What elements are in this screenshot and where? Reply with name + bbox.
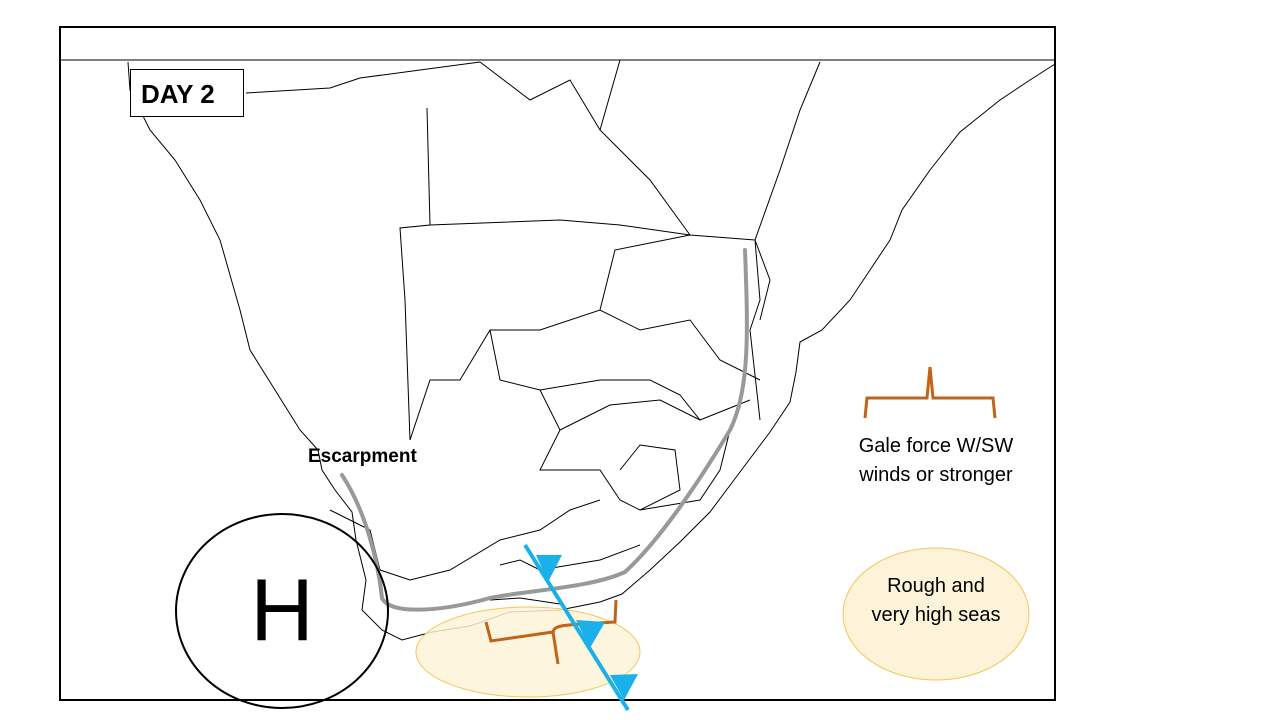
high-pressure-label: H (250, 560, 314, 659)
seas-legend-line2: very high seas (871, 604, 1001, 626)
escarpment-line (340, 248, 749, 612)
day-label: DAY 2 (130, 69, 244, 117)
cold-front-line (523, 543, 630, 712)
cold-front-triangle (576, 620, 605, 648)
cold-front-triangle (536, 555, 562, 582)
seas-legend-line1: Rough and (887, 575, 985, 597)
rough-seas-legend: Rough and very high seas (846, 572, 1026, 630)
gale-force-legend: Gale force W/SW winds or stronger (858, 435, 1014, 486)
escarpment-label: Escarpment (308, 446, 417, 467)
rough-seas-area (415, 606, 641, 698)
map-frame (59, 26, 1056, 701)
country-borders (245, 59, 821, 605)
cold-front-triangle (610, 674, 638, 700)
gale-brace-legend (863, 366, 997, 419)
high-pressure-circle (175, 513, 389, 709)
gale-brace-map (484, 599, 618, 665)
rough-seas-legend-ellipse (842, 547, 1030, 681)
